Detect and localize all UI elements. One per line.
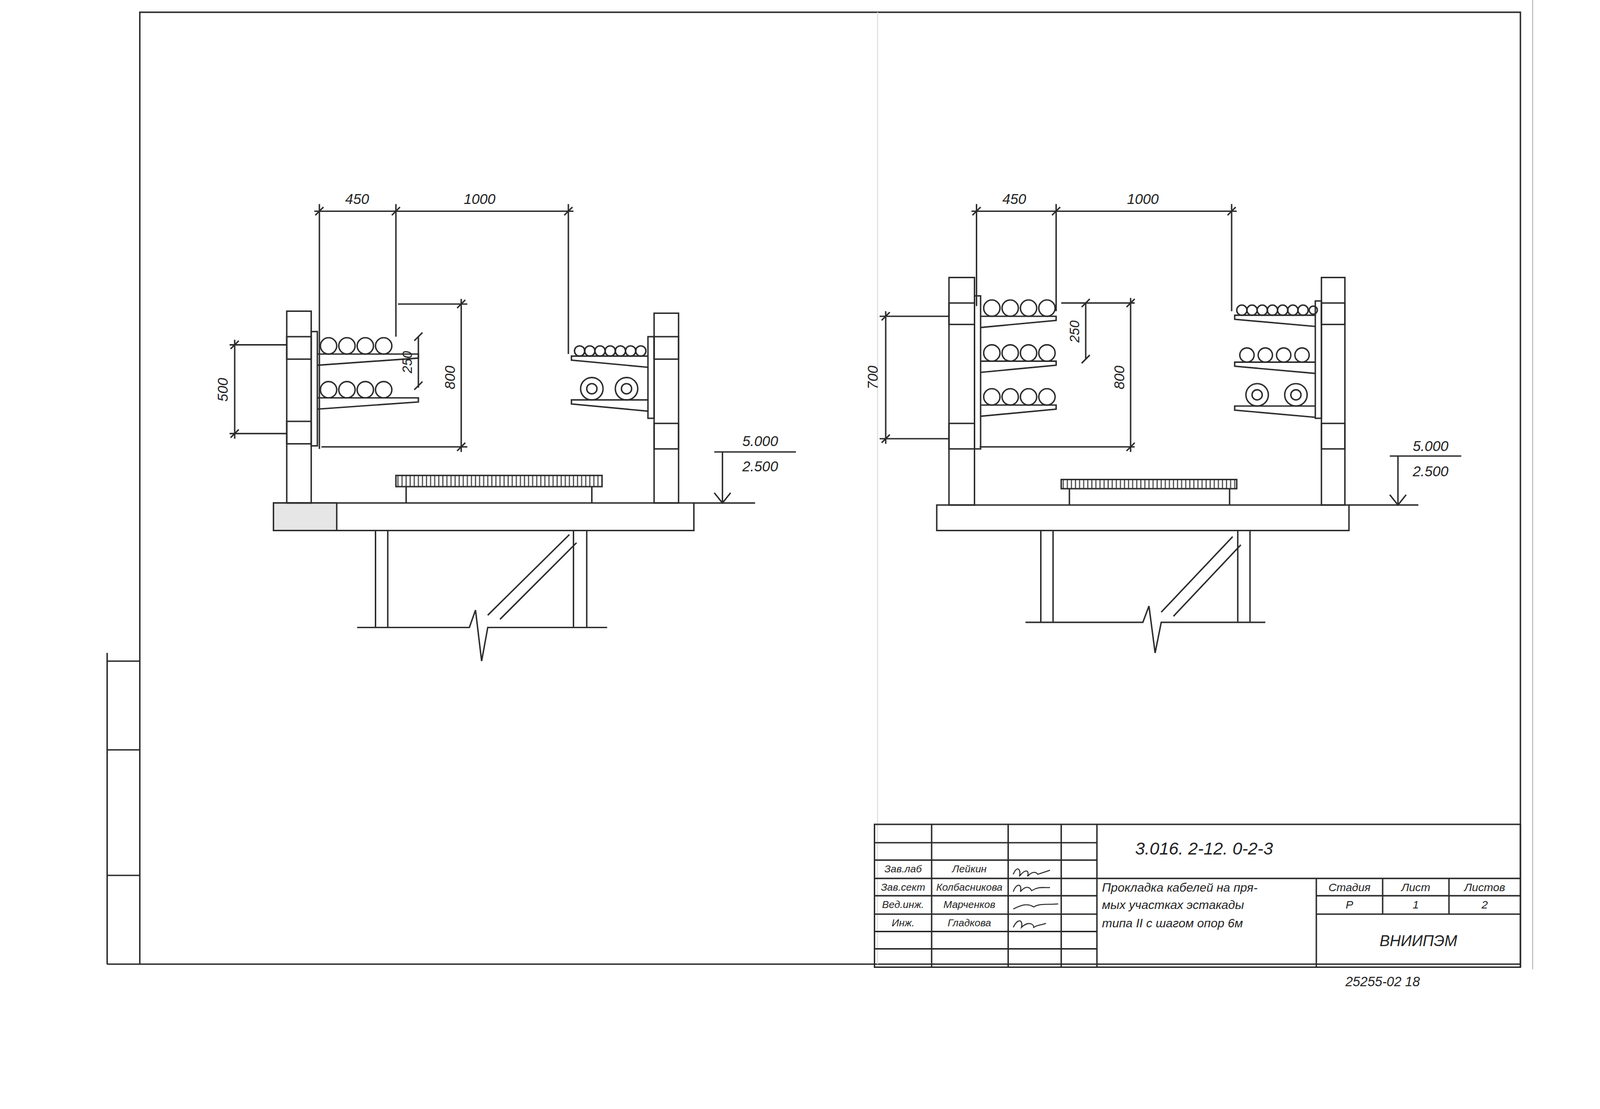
dimension-value: 500 [215,377,230,402]
stamp-value: Р [1345,899,1353,911]
level-mark: 5.000 [1412,438,1449,453]
dimension-value: 250 [1067,320,1082,343]
stamp-name: Гладкова [947,917,992,929]
dimension-value: 250 [400,350,414,374]
dimension-value: 800 [443,365,458,390]
stamp-header: Листов [1464,881,1506,893]
dimension-value: 1000 [463,191,496,206]
drawing-title: мых участках эстакады [1101,898,1245,911]
stamp-name: Марченков [943,900,996,911]
drawing-title: Прокладка кабелей на пря- [1101,881,1258,894]
level-mark: 2.500 [742,458,778,474]
stamp-header: Лист [1401,881,1431,893]
dimension-value: 450 [345,191,369,206]
stamp-role: Зав.сект [880,881,926,893]
dimension-value: 800 [1112,365,1127,390]
archive-number: 25255-02 18 [1345,974,1420,989]
organization-name: ВНИИПЭМ [1379,933,1458,949]
level-mark: 2.500 [1412,464,1449,479]
stamp-value: 1 [1412,899,1420,911]
dimension-value: 1000 [1126,191,1159,206]
stamp-role: Инж. [891,917,915,929]
stamp-name: Лейкин [951,863,987,875]
level-mark: 5.000 [742,433,778,449]
drawing-title: типа II с шагом опор 6м [1101,916,1244,930]
stamp-name: Колбасникова [936,881,1003,893]
stamp-role: Вед.инж. [882,900,925,911]
stamp-header: Стадия [1328,881,1371,893]
dimension-value: 700 [865,365,880,390]
stamp-role: Зав.лаб [884,863,922,875]
drawing-code: 3.016. 2-12. 0-2-3 [1135,840,1274,858]
stamp-value: 2 [1481,899,1489,911]
dimension-value: 450 [1002,191,1027,206]
